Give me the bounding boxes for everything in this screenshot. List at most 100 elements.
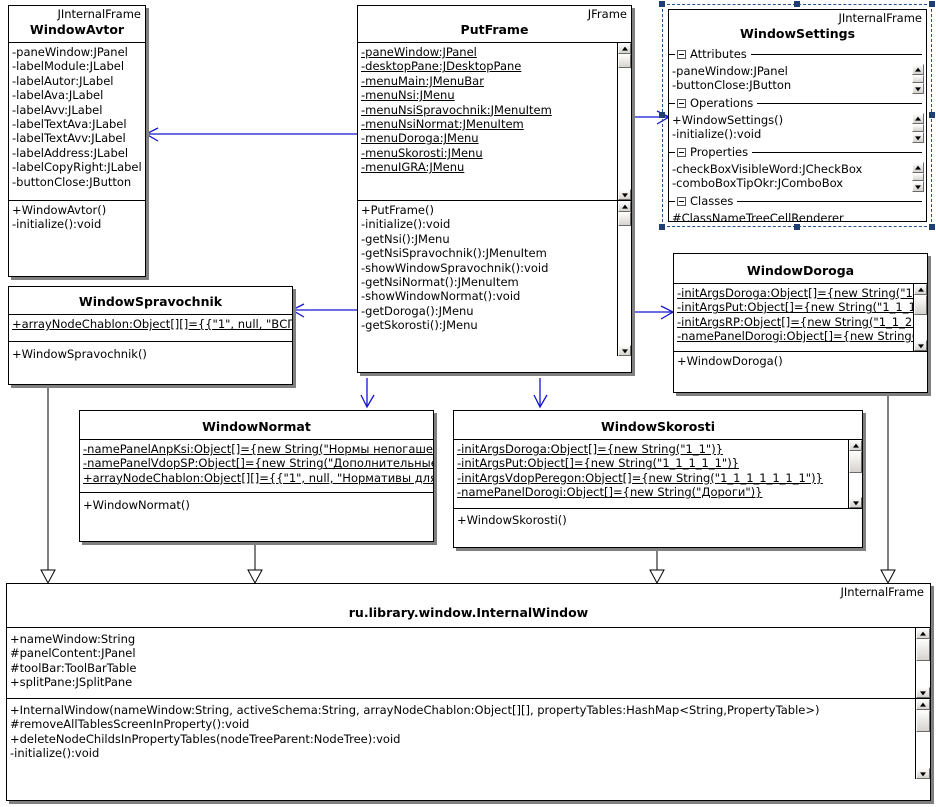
scrollbar-thumb[interactable] bbox=[916, 639, 930, 661]
scrollbar-track[interactable] bbox=[914, 295, 927, 340]
scroll-down-icon[interactable] bbox=[618, 345, 631, 356]
selection-handle[interactable] bbox=[659, 224, 665, 230]
collapse-icon[interactable] bbox=[677, 147, 686, 157]
scrollbar-track[interactable] bbox=[912, 75, 924, 83]
operation-row: -getDoroga():JMenu bbox=[361, 303, 474, 318]
group-header-classes[interactable]: Classes bbox=[669, 193, 926, 210]
attribute-row: -namePanelVdopSP:Object[]={new String("Д… bbox=[83, 456, 433, 471]
scroll-up-icon[interactable] bbox=[916, 699, 930, 710]
class-box-window-settings[interactable]: JInternalFrame WindowSettings Attributes… bbox=[668, 9, 927, 225]
scroll-down-icon[interactable] bbox=[912, 83, 924, 94]
operation-row: -initialize():void bbox=[361, 217, 451, 232]
attribute-row: -desktopPane:JDesktopPane bbox=[361, 59, 522, 74]
attribute-row: -buttonClose:JButton bbox=[672, 78, 792, 93]
scroll-down-icon[interactable] bbox=[849, 497, 862, 508]
operation-row: #removeAllTablesScreenInProperty():void bbox=[10, 717, 250, 732]
attributes-scrollbar[interactable] bbox=[912, 64, 924, 94]
attribute-row: -namePanelAnpKsi:Object[]={new String("Н… bbox=[83, 442, 433, 456]
scrollbar-thumb[interactable] bbox=[912, 124, 924, 132]
scrollbar-thumb[interactable] bbox=[849, 451, 862, 473]
scrollbar-thumb[interactable] bbox=[912, 173, 924, 181]
selection-handle[interactable] bbox=[929, 112, 935, 118]
class-header: JFrame PutFrame bbox=[358, 6, 631, 42]
class-header: WindowSkorosti bbox=[454, 411, 862, 439]
operations-scrollbar[interactable] bbox=[617, 201, 631, 356]
operations-scrollbar[interactable] bbox=[912, 113, 924, 143]
scroll-up-icon[interactable] bbox=[912, 64, 924, 75]
selection-handle[interactable] bbox=[929, 224, 935, 230]
attributes-compartment: -paneWindow:JPanel -buttonClose:JButton bbox=[669, 63, 926, 95]
attributes-scrollbar[interactable] bbox=[913, 284, 927, 351]
class-name: WindowSkorosti bbox=[600, 419, 716, 434]
scroll-up-icon[interactable] bbox=[618, 43, 631, 54]
attribute-row: -buttonClose:JButton bbox=[12, 174, 132, 189]
scroll-down-icon[interactable] bbox=[912, 181, 924, 192]
operations-compartment: +WindowSettings() -initialize():void bbox=[669, 112, 926, 144]
operation-row: -getNsi():JMenu bbox=[361, 231, 450, 246]
collapse-icon[interactable] bbox=[677, 196, 686, 206]
class-box-window-spravochnik[interactable]: WindowSpravochnik +arrayNodeChablon:Obje… bbox=[8, 286, 293, 385]
scrollbar-thumb[interactable] bbox=[618, 212, 631, 226]
class-header: JInternalFrame WindowSettings bbox=[669, 10, 926, 46]
scrollbar-thumb[interactable] bbox=[618, 54, 631, 68]
scrollbar-track[interactable] bbox=[849, 451, 862, 497]
group-header-properties[interactable]: Properties bbox=[669, 144, 926, 161]
attributes-scrollbar[interactable] bbox=[848, 440, 862, 508]
attribute-row: -menuNsiSpravochnik:JMenuItem bbox=[361, 102, 552, 117]
properties-scrollbar[interactable] bbox=[912, 162, 924, 192]
attribute-row: -namePanelDorogi:Object[]={new String("Д… bbox=[457, 485, 763, 500]
scroll-up-icon[interactable] bbox=[849, 440, 862, 451]
attribute-row: +splitPane:JSplitPane bbox=[10, 675, 133, 690]
scrollbar-track[interactable] bbox=[618, 54, 631, 189]
scrollbar-thumb[interactable] bbox=[912, 75, 924, 83]
class-box-window-avtor[interactable]: JInternalFrame WindowAvtor -paneWindow:J… bbox=[8, 5, 146, 277]
scrollbar-thumb[interactable] bbox=[916, 710, 930, 732]
scroll-down-icon[interactable] bbox=[914, 340, 927, 351]
class-box-window-doroga[interactable]: WindowDoroga -initArgsDoroga:Object[]={n… bbox=[673, 253, 928, 393]
scroll-up-icon[interactable] bbox=[912, 113, 924, 124]
class-box-put-frame[interactable]: JFrame PutFrame -paneWindow:JPanel -desk… bbox=[357, 5, 632, 373]
attribute-row: -menuSkorosti:JMenu bbox=[361, 145, 483, 160]
scroll-down-icon[interactable] bbox=[912, 132, 924, 143]
selection-handle[interactable] bbox=[794, 1, 800, 7]
attribute-row: -labelAvv:JLabel bbox=[12, 102, 103, 117]
selection-handle[interactable] bbox=[929, 1, 935, 7]
class-box-window-skorosti[interactable]: WindowSkorosti -initArgsDoroga:Object[]=… bbox=[453, 410, 863, 548]
operations-scrollbar[interactable] bbox=[915, 699, 930, 779]
group-header-attributes[interactable]: Attributes bbox=[669, 46, 926, 63]
class-box-internal-window[interactable]: JInternalFrame ru.library.window.Interna… bbox=[6, 583, 931, 801]
selection-handle[interactable] bbox=[659, 112, 665, 118]
scrollbar-thumb[interactable] bbox=[914, 295, 927, 315]
selection-handle[interactable] bbox=[794, 224, 800, 230]
scrollbar-track[interactable] bbox=[912, 124, 924, 132]
scroll-up-icon[interactable] bbox=[916, 628, 930, 639]
scrollbar-track[interactable] bbox=[912, 173, 924, 181]
scrollbar-track[interactable] bbox=[916, 710, 930, 768]
collapse-icon[interactable] bbox=[677, 98, 686, 108]
class-box-window-normat[interactable]: WindowNormat -namePanelAnpKsi:Object[]={… bbox=[79, 410, 434, 542]
scroll-up-icon[interactable] bbox=[618, 201, 631, 212]
property-row: -comboBoxTipOkr:JComboBox bbox=[672, 176, 844, 191]
attribute-row: -labelAva:JLabel bbox=[12, 88, 104, 103]
collapse-icon[interactable] bbox=[677, 49, 686, 59]
scroll-up-icon[interactable] bbox=[912, 162, 924, 173]
attributes-scrollbar[interactable] bbox=[617, 43, 631, 200]
operation-row: +WindowDoroga() bbox=[677, 354, 783, 368]
attributes-compartment: +nameWindow:String #panelContent:JPanel … bbox=[7, 627, 930, 698]
properties-compartment: -checkBoxVisibleWord:JCheckBox -comboBox… bbox=[669, 161, 926, 193]
scroll-down-icon[interactable] bbox=[916, 768, 930, 779]
attribute-row: -menuNsi:JMenu bbox=[361, 88, 455, 103]
class-name: WindowAvtor bbox=[29, 22, 125, 37]
class-stereotype: JInternalFrame bbox=[838, 11, 922, 25]
attribute-row: -paneWindow:JPanel bbox=[361, 45, 477, 59]
scroll-down-icon[interactable] bbox=[916, 687, 930, 698]
group-header-operations[interactable]: Operations bbox=[669, 95, 926, 112]
scrollbar-track[interactable] bbox=[916, 639, 930, 687]
attributes-scrollbar[interactable] bbox=[915, 628, 930, 698]
selection-handle[interactable] bbox=[659, 1, 665, 7]
scrollbar-track[interactable] bbox=[618, 212, 631, 345]
scroll-down-icon[interactable] bbox=[618, 189, 631, 200]
scroll-up-icon[interactable] bbox=[914, 284, 927, 295]
attribute-row: -paneWindow:JPanel bbox=[12, 45, 128, 59]
